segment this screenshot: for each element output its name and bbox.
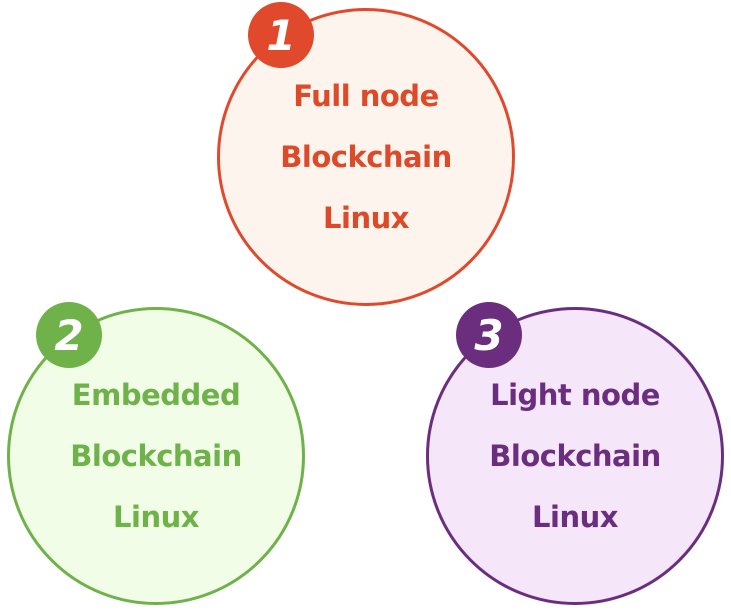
- number-badge-2: 2: [36, 302, 102, 368]
- light-node-title: Light node: [490, 377, 660, 412]
- full-node-blockchain-label: Blockchain: [280, 139, 452, 174]
- number-badge-1: 1: [248, 2, 314, 68]
- light-node-linux-label: Linux: [532, 499, 618, 534]
- full-node-title: Full node: [293, 78, 439, 113]
- embedded-node-linux-label: Linux: [113, 499, 199, 534]
- full-node-linux-label: Linux: [323, 200, 409, 235]
- full-node-circle: Full node Blockchain Linux: [217, 8, 515, 306]
- light-node-blockchain-label: Blockchain: [489, 438, 661, 473]
- embedded-node-blockchain-label: Blockchain: [70, 438, 242, 473]
- embedded-node-title: Embedded: [71, 377, 241, 412]
- number-badge-3: 3: [456, 302, 522, 368]
